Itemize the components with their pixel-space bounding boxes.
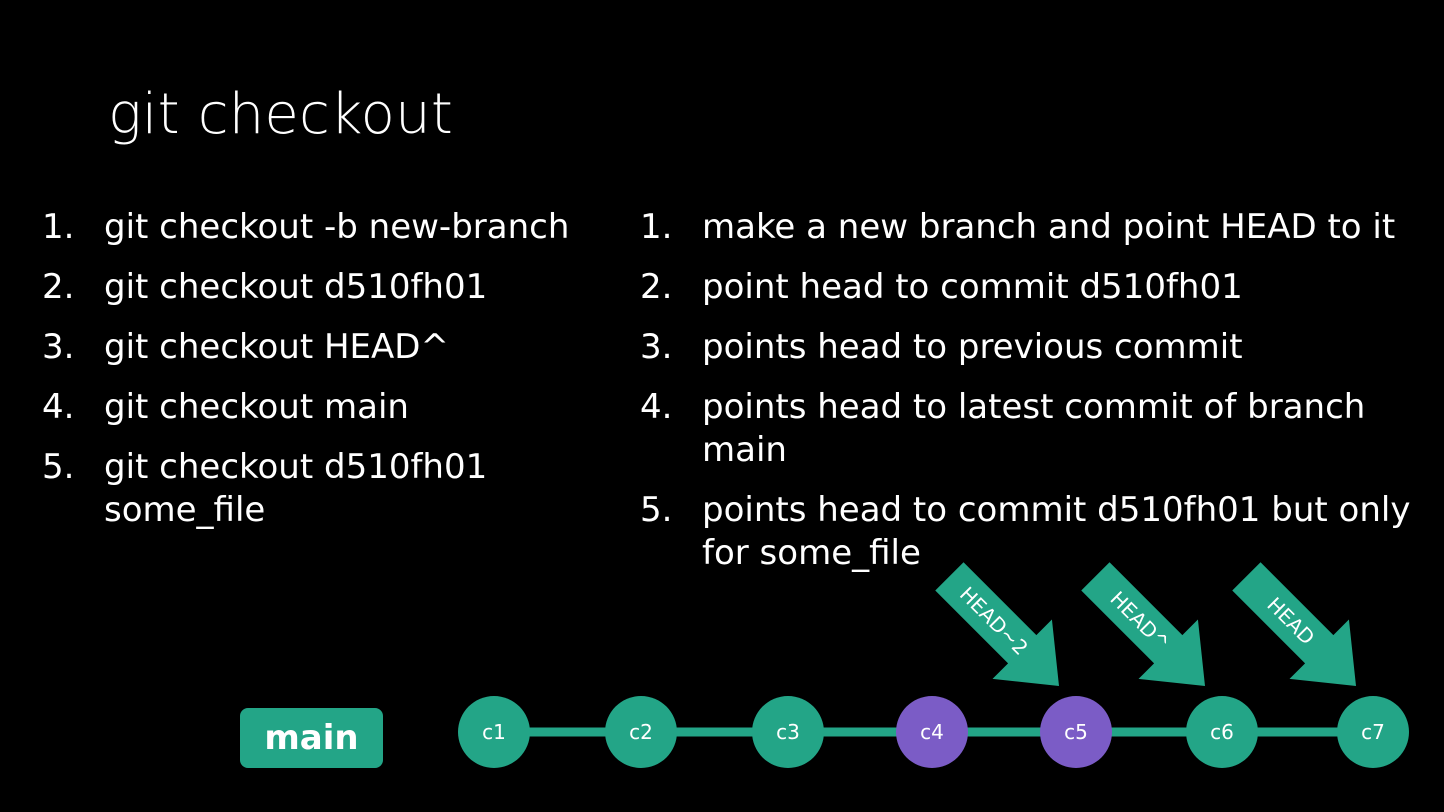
- commit-label: c3: [776, 720, 800, 744]
- arrow-shape: [1081, 562, 1205, 686]
- commit-label: c1: [482, 720, 506, 744]
- description-list: 1. make a new branch and point HEAD to i…: [640, 206, 1430, 592]
- list-number: 5.: [42, 447, 75, 487]
- list-number: 3.: [42, 327, 75, 367]
- description-text: points head to previous commit: [702, 327, 1243, 367]
- description-item: 3. points head to previous commit: [640, 326, 1430, 369]
- commit-circle: [1337, 696, 1409, 768]
- head-pointer-arrow: HEAD~2: [935, 562, 1059, 686]
- list-number: 2.: [42, 267, 75, 307]
- commit-node-c4: c4: [896, 696, 968, 768]
- commit-node-c3: c3: [752, 696, 824, 768]
- arrow-shape: [1232, 562, 1356, 686]
- description-item: 5. points head to commit d510fh01 but on…: [640, 489, 1430, 575]
- list-number: 1.: [640, 207, 673, 247]
- description-item: 1. make a new branch and point HEAD to i…: [640, 206, 1430, 249]
- commit-circle: [1040, 696, 1112, 768]
- command-text: git checkout HEAD^: [104, 327, 449, 367]
- list-number: 2.: [640, 267, 673, 307]
- command-list: 1. git checkout -b new-branch 2. git che…: [42, 206, 602, 549]
- command-text: git checkout d510fh01: [104, 267, 488, 307]
- slide-title: git checkout: [108, 82, 453, 147]
- commit-label: c7: [1361, 720, 1385, 744]
- commit-circle: [458, 696, 530, 768]
- description-text: point head to commit d510fh01: [702, 267, 1243, 307]
- arrow-shape: [935, 562, 1059, 686]
- description-text: points head to latest commit of branch m…: [702, 387, 1366, 470]
- list-number: 1.: [42, 207, 75, 247]
- command-item: 2. git checkout d510fh01: [42, 266, 602, 309]
- description-text: make a new branch and point HEAD to it: [702, 207, 1396, 247]
- branch-label-main: main: [240, 708, 383, 768]
- list-number: 4.: [42, 387, 75, 427]
- head-pointer-arrow: HEAD^: [1081, 562, 1205, 686]
- command-item: 5. git checkout d510fh01 some_file: [42, 446, 602, 532]
- commit-label: c2: [629, 720, 653, 744]
- command-text: git checkout d510fh01 some_file: [104, 447, 488, 530]
- commit-label: c6: [1210, 720, 1234, 744]
- description-item: 2. point head to commit d510fh01: [640, 266, 1430, 309]
- command-item: 3. git checkout HEAD^: [42, 326, 602, 369]
- description-text: points head to commit d510fh01 but only …: [702, 490, 1411, 573]
- commit-node-c7: c7: [1337, 696, 1409, 768]
- commit-circle: [1186, 696, 1258, 768]
- commit-circle: [896, 696, 968, 768]
- command-text: git checkout -b new-branch: [104, 207, 570, 247]
- list-number: 3.: [640, 327, 673, 367]
- list-number: 5.: [640, 490, 673, 530]
- commit-node-c1: c1: [458, 696, 530, 768]
- list-number: 4.: [640, 387, 673, 427]
- commit-node-c6: c6: [1186, 696, 1258, 768]
- commit-nodes: c1 c2 c3 c4 c5 c6 c7: [458, 696, 1409, 768]
- commit-circle: [605, 696, 677, 768]
- command-item: 4. git checkout main: [42, 386, 602, 429]
- commit-label: c4: [920, 720, 944, 744]
- commit-label: c5: [1064, 720, 1088, 744]
- commit-circle: [752, 696, 824, 768]
- head-pointer-arrow: HEAD: [1232, 562, 1356, 686]
- commit-node-c2: c2: [605, 696, 677, 768]
- description-item: 4. points head to latest commit of branc…: [640, 386, 1430, 472]
- command-item: 1. git checkout -b new-branch: [42, 206, 602, 249]
- command-text: git checkout main: [104, 387, 409, 427]
- commit-node-c5: c5: [1040, 696, 1112, 768]
